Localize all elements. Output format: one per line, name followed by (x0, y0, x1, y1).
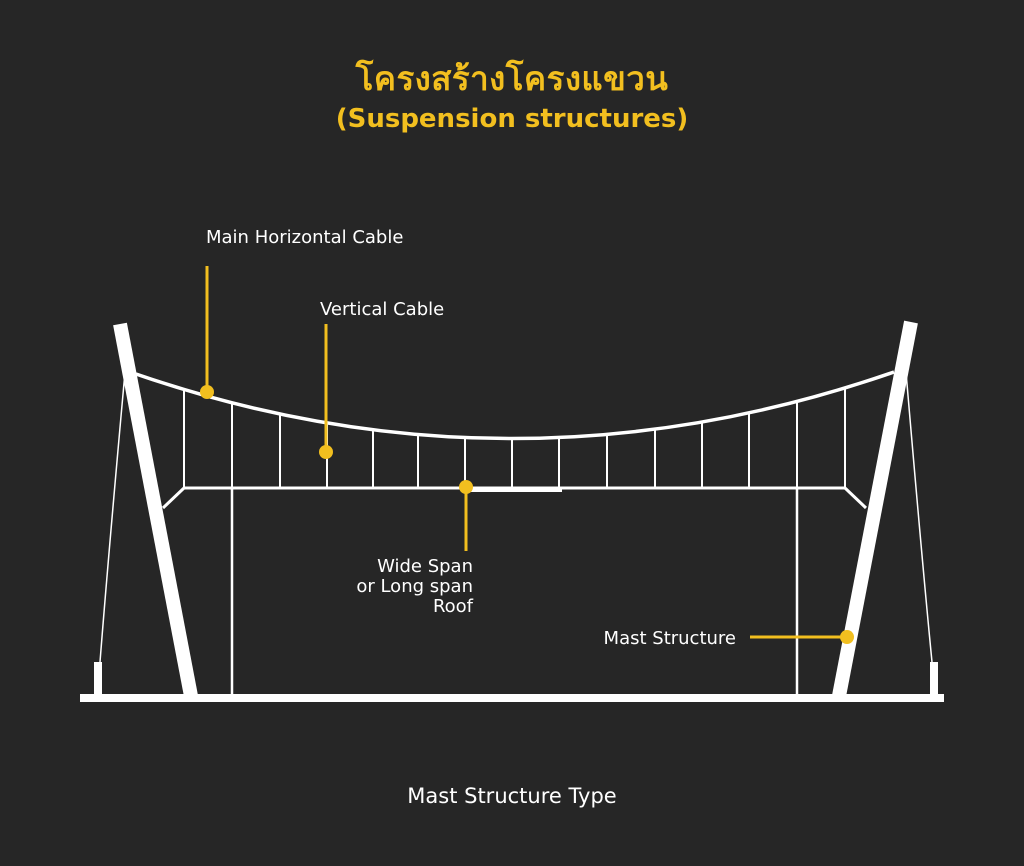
page-title-thai: โครงสร้างโครงแขวน (355, 59, 669, 98)
callout-dot-mast (840, 630, 854, 644)
main-horizontal-cable (135, 370, 895, 441)
backstay-right (905, 371, 933, 663)
label-main-horizontal-cable: Main Horizontal Cable (206, 227, 404, 248)
diagram-caption: Mast Structure Type (407, 784, 617, 808)
callout-dot-roof (459, 480, 473, 494)
mast-left (113, 322, 198, 698)
label-vertical-cable: Vertical Cable (320, 299, 445, 320)
backstay-left (99, 371, 126, 663)
callout-dot-vertical-cable (319, 445, 333, 459)
label-mast-structure: Mast Structure (603, 628, 736, 649)
page-title-english: (Suspension structures) (335, 104, 689, 134)
vertical-cables (183, 389, 846, 488)
callouts (200, 266, 854, 644)
roof-brace-left (161, 486, 186, 510)
roof-brace-right (843, 486, 868, 510)
label-roof: Wide Span or Long span Roof (356, 556, 473, 617)
structure (80, 320, 944, 702)
callout-dot-main-cable (200, 385, 214, 399)
